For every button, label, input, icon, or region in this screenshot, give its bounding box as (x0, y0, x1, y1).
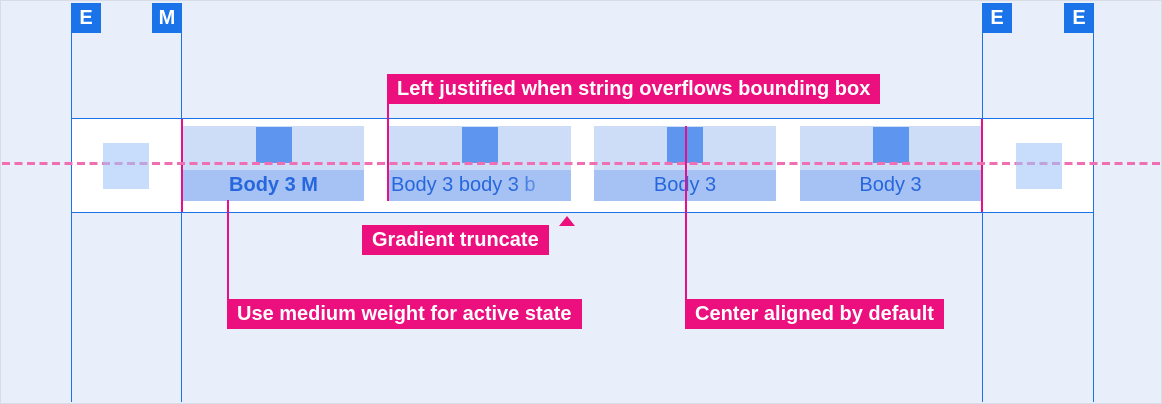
connector-left-justified (387, 104, 389, 201)
annotation-center-aligned: Center aligned by default (685, 299, 944, 329)
tab-icon-placeholder (462, 127, 498, 163)
spacing-guide-line-right-e1 (982, 33, 983, 402)
tab-label: Body 3 (859, 174, 922, 196)
baseline-dashed-line (2, 162, 1160, 165)
spacing-badge-m: M (152, 3, 182, 33)
tab-body3-2[interactable]: Body 3 (800, 126, 981, 201)
spacing-badge-e-right-2: E (1064, 3, 1094, 33)
tab-label-band: Body 3 (800, 170, 981, 201)
tab-label: Body 3 body 3 b (391, 174, 536, 196)
tab-label: Body 3 (653, 174, 717, 196)
spacing-guide-line-left-e (71, 33, 72, 402)
tab-label: Body 3 M (229, 174, 318, 196)
annotation-medium-weight: Use medium weight for active state (227, 299, 582, 329)
connector-medium-weight (227, 200, 229, 299)
spacing-guide-line-left-m (181, 33, 182, 402)
spacing-badge-e-left: E (71, 3, 101, 33)
tab-icon-placeholder (255, 127, 292, 163)
spacing-badge-e-right-1: E (982, 3, 1012, 33)
gradient-truncate-overlay (513, 170, 571, 201)
measure-line-right-e (981, 119, 983, 212)
leading-icon-placeholder (103, 143, 149, 189)
annotation-gradient-truncate: Gradient truncate (362, 225, 549, 255)
annotation-caret-up-icon (559, 216, 575, 226)
spacing-guide-line-right-e2 (1093, 33, 1094, 402)
tab-label-band: Body 3 body 3 b (389, 170, 571, 201)
annotation-left-justified: Left justified when string overflows bou… (387, 74, 881, 104)
connector-center-aligned (685, 126, 687, 299)
trailing-icon-placeholder (1016, 143, 1062, 189)
measure-line-left-m (181, 119, 183, 212)
tab-icon-placeholder (872, 127, 909, 163)
tab-label-band: Body 3 M (183, 170, 364, 201)
